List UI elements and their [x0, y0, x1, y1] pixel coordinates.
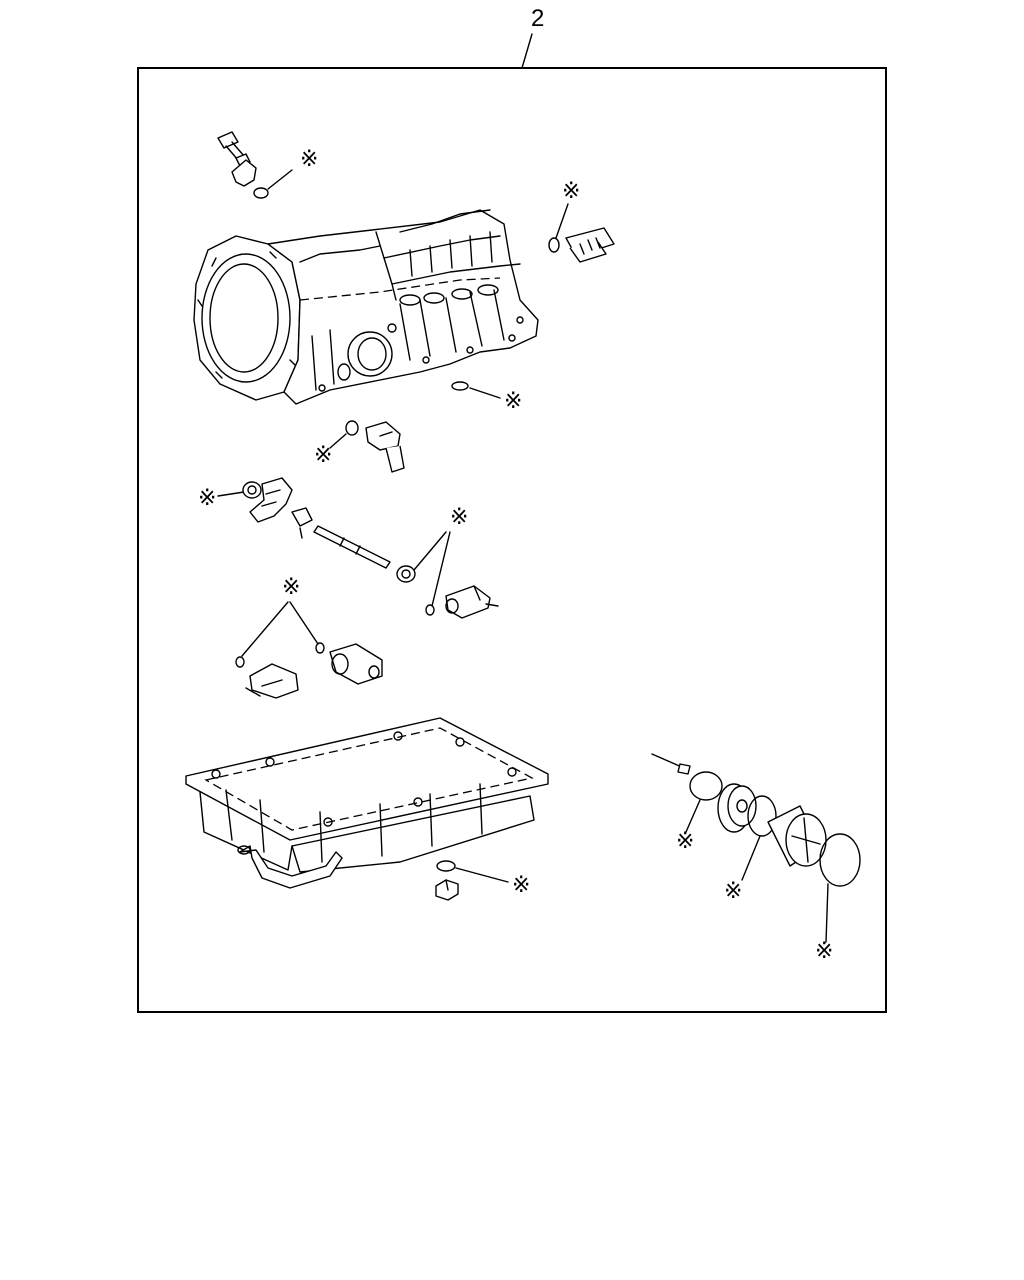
leader-o-ring-8: [685, 799, 701, 833]
leader-drain-gasket: [455, 867, 509, 883]
callout-number: 2: [531, 5, 544, 32]
lever-spring: [291, 507, 313, 539]
speed-sensor-bolt: [217, 131, 257, 187]
kit-marker-7: ※: [282, 575, 300, 600]
o-ring-8: [689, 771, 723, 801]
kit-frame: [137, 67, 887, 1013]
leader-o-ring-3: [469, 387, 501, 399]
leader-o-ring-1: [267, 169, 293, 190]
filter-cap: [767, 805, 827, 867]
o-ring-1: [253, 187, 269, 199]
kit-marker-9: ※: [676, 829, 694, 854]
leader-oil-seal-2: [413, 531, 447, 571]
o-ring-4: [345, 420, 359, 436]
drain-plug-gasket: [436, 860, 456, 872]
o-ring-2: [548, 237, 560, 253]
kit-marker-6: ※: [450, 505, 468, 530]
drain-plug: [435, 879, 459, 901]
leader-o-ring-4: [329, 433, 347, 449]
leader-oil-seal-1: [217, 491, 245, 497]
leader-o-ring-10: [825, 883, 829, 943]
kit-marker-3: ※: [504, 389, 522, 414]
leader-o-ring-6: [241, 601, 289, 657]
o-ring-5: [425, 604, 435, 616]
kit-marker-1: ※: [300, 147, 318, 172]
shift-sensor: [565, 227, 615, 263]
solenoid-valve-2: [245, 663, 299, 699]
solenoid-valve-1: [445, 585, 499, 619]
o-ring-6: [235, 656, 245, 668]
speed-sensor: [365, 421, 405, 473]
leader-o-ring-9: [741, 835, 761, 881]
o-ring-7: [315, 642, 325, 654]
oil-seal-1: [242, 481, 262, 499]
kit-marker-10: ※: [724, 879, 742, 904]
kit-marker-2: ※: [562, 179, 580, 204]
leader-o-ring-2: [555, 203, 569, 239]
solenoid-valve-3: [329, 643, 383, 685]
detent-lever: [249, 477, 293, 523]
o-ring-10: [819, 833, 861, 887]
transmission-case: [193, 209, 539, 405]
pin: [651, 753, 691, 775]
plug-cover: [717, 783, 757, 833]
kit-marker-5: ※: [198, 486, 216, 511]
o-ring-3: [451, 381, 469, 391]
oil-seal-2: [396, 565, 416, 583]
leader-o-ring-7: [289, 601, 319, 645]
manual-shaft: [313, 525, 391, 569]
oil-pan: [185, 717, 549, 889]
kit-marker-4: ※: [314, 443, 332, 468]
leader-o-ring-5: [431, 531, 451, 607]
kit-marker-8: ※: [512, 873, 530, 898]
kit-marker-11: ※: [815, 939, 833, 964]
o-ring-9: [747, 795, 777, 837]
callout-leader: [521, 33, 533, 69]
